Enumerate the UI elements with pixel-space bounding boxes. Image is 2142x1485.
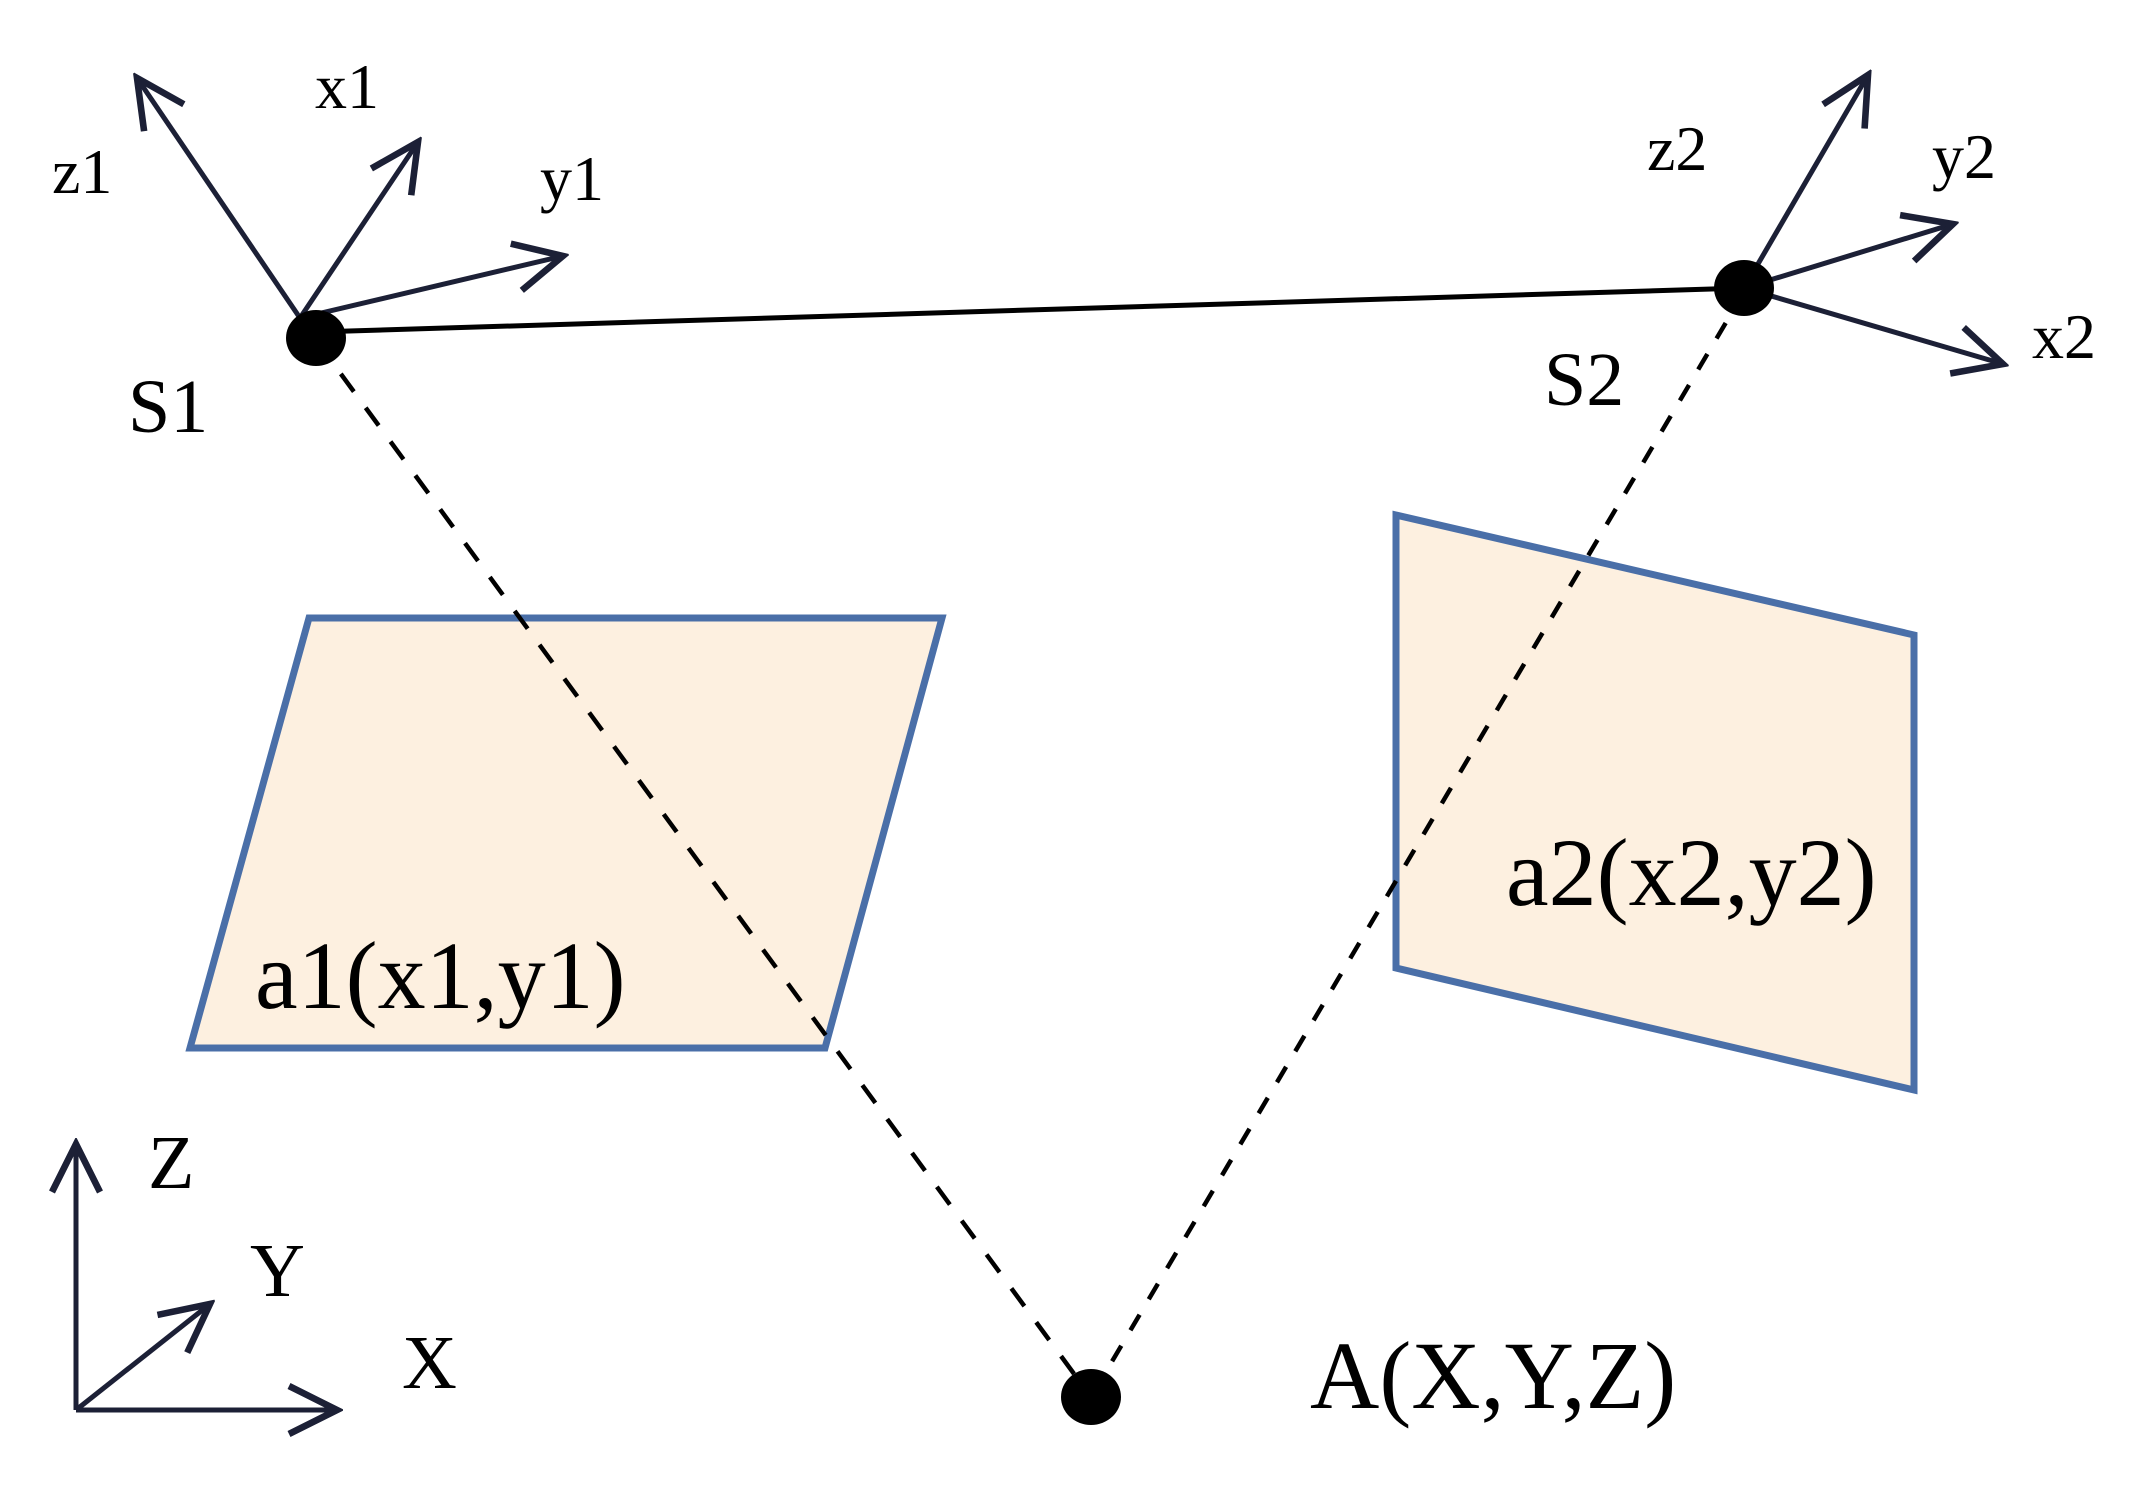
axis-Y-arrow [74,1304,210,1412]
label-object-point: A(X,Y,Z) [1310,1322,1676,1429]
label-y1: y1 [540,143,604,214]
camera1-center-point [286,310,346,366]
label-s1: S1 [128,365,208,449]
world-axes [76,1144,337,1410]
ray-s1-to-a [314,338,1093,1399]
axis-y1-arrow [299,256,563,321]
axis-z1-arrow [137,78,303,320]
label-image-point-1: a1(x1,y1) [255,922,626,1029]
label-x1: x1 [315,51,379,122]
image-plane-1 [185,614,947,1052]
baseline [315,285,1745,335]
label-y2: y2 [1932,121,1996,192]
label-image-point-2: a2(x2,y2) [1506,819,1877,926]
camera1-axes [137,78,563,321]
label-z2: z2 [1647,113,1707,184]
label-world-x: X [402,1321,457,1405]
axis-y2-arrow [1743,224,1953,291]
label-z1: z1 [52,136,112,207]
axis-x1-arrow [297,142,418,320]
axis-x2-arrow [1743,285,2003,364]
image-plane-2 [1392,510,1918,1095]
label-world-y: Y [250,1229,305,1313]
axis-z2-arrow [1741,75,1868,290]
label-world-z: Z [148,1121,194,1205]
label-s2: S2 [1544,338,1624,422]
camera2-center-point [1714,260,1774,316]
label-x2: x2 [2032,301,2096,372]
object-point [1061,1369,1121,1425]
camera2-axes [1741,75,2003,364]
